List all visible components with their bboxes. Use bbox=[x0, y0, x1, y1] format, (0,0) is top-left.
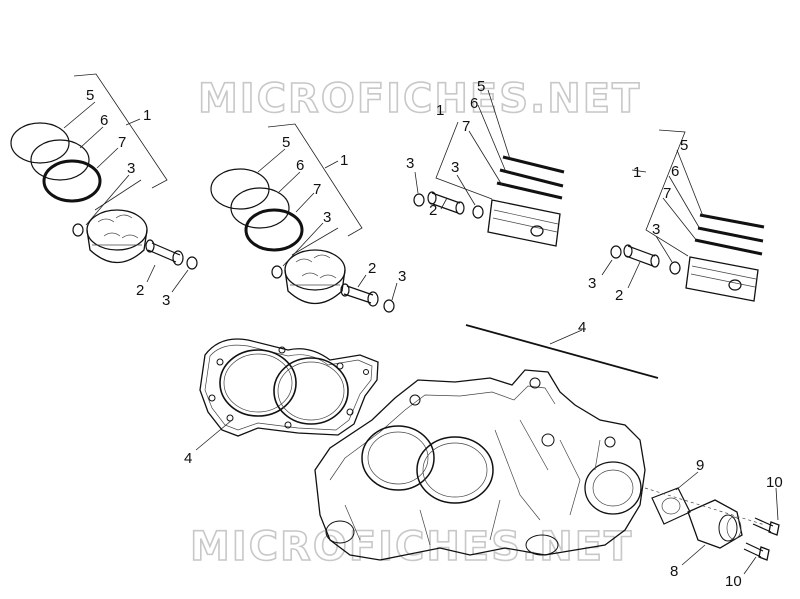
label-3-g4a: 3 bbox=[652, 221, 660, 238]
label-2-g1: 2 bbox=[136, 282, 144, 299]
label-6-g4: 6 bbox=[671, 163, 679, 180]
circlip-3-g1b bbox=[186, 256, 198, 270]
piston-group-2: 5 6 7 1 3 2 3 bbox=[210, 123, 406, 313]
ring-6-g4 bbox=[697, 226, 764, 243]
ring-5-g3 bbox=[502, 155, 565, 174]
label-7-g1: 7 bbox=[118, 134, 126, 151]
watermark-bottom: MICROFICHES.NET bbox=[190, 524, 633, 570]
ring-6-g3 bbox=[499, 168, 564, 188]
crankcase-4: 4 bbox=[314, 319, 659, 561]
piston-1-g4 bbox=[685, 256, 759, 302]
label-3-g2b: 3 bbox=[398, 268, 406, 285]
ring-7-g4 bbox=[694, 238, 763, 256]
label-1-g4: 1 bbox=[633, 164, 641, 181]
label-1-g1: 1 bbox=[143, 107, 151, 124]
label-10-upper: 10 bbox=[766, 474, 783, 491]
gasket-9: 9 bbox=[651, 457, 704, 525]
ring-7-g2 bbox=[244, 208, 304, 252]
label-3-g4b: 3 bbox=[588, 275, 596, 292]
label-9: 9 bbox=[696, 457, 704, 474]
circlip-3-g3b bbox=[472, 205, 484, 219]
label-1-g2: 1 bbox=[340, 152, 348, 169]
label-1-g3: 1 bbox=[436, 102, 444, 119]
label-6-g3: 6 bbox=[470, 95, 478, 112]
piston-pin-2-g3 bbox=[427, 191, 465, 215]
circlip-3-g4b bbox=[669, 261, 681, 275]
label-10-lower: 10 bbox=[725, 573, 742, 590]
label-7-g3: 7 bbox=[462, 118, 470, 135]
piston-group-3: 5 6 1 7 3 3 2 bbox=[406, 78, 565, 247]
screw-10-lower: 10 bbox=[725, 542, 770, 590]
circlip-3-g2b bbox=[383, 299, 395, 313]
label-6-g2: 6 bbox=[296, 157, 304, 174]
ring-6-g2 bbox=[230, 187, 290, 229]
piston-group-1: 5 6 7 1 3 2 3 bbox=[10, 73, 198, 309]
ring-5-g4 bbox=[699, 213, 765, 229]
label-2-g4: 2 bbox=[615, 287, 623, 304]
circlip-3-g2a bbox=[271, 265, 283, 279]
label-3-g1a: 3 bbox=[127, 160, 135, 177]
piston-1-g2 bbox=[284, 249, 346, 304]
label-3-g3b: 3 bbox=[451, 159, 459, 176]
label-5-g4: 5 bbox=[680, 137, 688, 154]
screw-10-upper: 10 bbox=[752, 474, 783, 536]
ring-5-g1 bbox=[10, 122, 70, 164]
ring-6-g1 bbox=[30, 139, 90, 181]
label-4-crankcase: 4 bbox=[578, 319, 586, 336]
ring-7-g1 bbox=[42, 159, 102, 203]
label-5-g2: 5 bbox=[282, 134, 290, 151]
ring-5-g2 bbox=[210, 168, 270, 210]
label-3-g3a: 3 bbox=[406, 155, 414, 172]
ring-7-g3 bbox=[496, 181, 563, 200]
circlip-3-g3a bbox=[413, 193, 425, 207]
label-3-g1b: 3 bbox=[162, 292, 170, 309]
watermark-top: MICROFICHES.NET bbox=[198, 76, 641, 122]
label-2-g2: 2 bbox=[368, 260, 376, 277]
label-7-g4: 7 bbox=[663, 185, 671, 202]
label-8: 8 bbox=[670, 563, 678, 580]
piston-group-4: 5 6 1 7 3 3 2 bbox=[588, 129, 765, 304]
piston-1-g1 bbox=[86, 209, 148, 263]
label-7-g2: 7 bbox=[313, 181, 321, 198]
label-5-g3: 5 bbox=[477, 78, 485, 95]
piston-pin-2-g1 bbox=[145, 239, 184, 266]
label-2-g3: 2 bbox=[429, 202, 437, 219]
label-3-g2a: 3 bbox=[323, 209, 331, 226]
label-5-g1: 5 bbox=[86, 87, 94, 104]
piston-pin-2-g4 bbox=[623, 244, 660, 268]
cover-8: 8 bbox=[670, 499, 743, 580]
circlip-3-g1a bbox=[72, 223, 84, 237]
head-gasket-4: 4 bbox=[184, 338, 379, 467]
label-4-gasket: 4 bbox=[184, 450, 192, 467]
label-6-g1: 6 bbox=[100, 112, 108, 129]
circlip-3-g4a bbox=[610, 245, 622, 259]
piston-1-g3 bbox=[487, 199, 561, 247]
piston-pin-2-g2 bbox=[340, 283, 379, 307]
